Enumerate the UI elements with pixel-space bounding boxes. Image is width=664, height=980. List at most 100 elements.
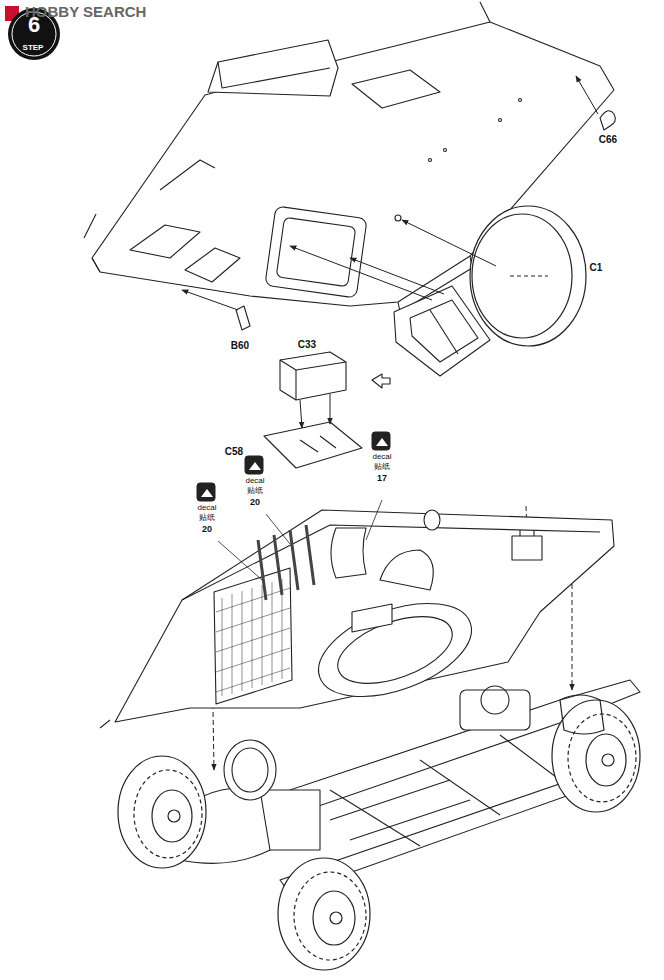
- lower-hull: [100, 510, 614, 728]
- decal-label: decal: [371, 453, 392, 462]
- assembly-arrow: [402, 220, 496, 266]
- part-number: B60: [230, 340, 250, 351]
- upper-hull: [480, 2, 490, 22]
- upper-hull: [218, 62, 330, 88]
- small-parts: [300, 440, 318, 452]
- decal-number: 20: [201, 525, 213, 535]
- lower-hull: [424, 510, 440, 530]
- hatch-box: [430, 310, 458, 354]
- lower-hull: [329, 603, 461, 697]
- upper-hull: [92, 258, 100, 272]
- upper-hull: [185, 248, 240, 282]
- assembly-arrow: [182, 290, 238, 310]
- decal-icon: [201, 489, 213, 497]
- small-parts: [264, 422, 362, 468]
- small-parts: [372, 374, 390, 388]
- assembly-arrow: [330, 394, 331, 424]
- chassis-frame: [232, 748, 268, 792]
- road-wheel: [560, 695, 604, 734]
- decal-label: 贴纸: [198, 514, 216, 523]
- small-parts: [320, 436, 336, 448]
- decal-icon: [197, 483, 215, 501]
- road-wheel: [118, 756, 206, 868]
- small-parts: [280, 352, 346, 400]
- decal-icon: [376, 438, 388, 446]
- lower-hull: [512, 536, 542, 560]
- road-wheel: [278, 858, 370, 970]
- road-wheel: [118, 695, 640, 970]
- part-number: C66: [598, 134, 618, 145]
- small-parts: [600, 111, 615, 130]
- decal-icon: [372, 432, 390, 450]
- upper-hull: [84, 214, 96, 238]
- road-wheel: [134, 770, 202, 858]
- chassis-frame: [500, 735, 560, 780]
- upper-hull: [395, 215, 401, 221]
- part-number: C1: [589, 262, 604, 273]
- part-number: C58: [224, 446, 244, 457]
- chassis-frame: [224, 740, 276, 800]
- road-wheel: [586, 734, 626, 786]
- leader-line: [218, 500, 382, 580]
- road-wheel: [152, 790, 192, 842]
- road-wheel: [294, 872, 366, 960]
- upper-hull: [130, 225, 200, 258]
- decal-number: 20: [249, 498, 261, 508]
- road-wheel: [313, 891, 355, 945]
- decal-icon: [245, 456, 263, 474]
- road-wheel: [602, 754, 614, 766]
- lower-hull: [533, 530, 534, 536]
- upper-hull: [519, 99, 522, 102]
- decal-icon: [249, 462, 261, 470]
- decal-label: 贴纸: [246, 487, 264, 496]
- lower-hull: [519, 530, 520, 536]
- lower-hull: [331, 528, 366, 578]
- decal-icon: [197, 432, 390, 501]
- hatch-box: [410, 300, 478, 362]
- decal-label: decal: [244, 477, 265, 486]
- assembly-arrow: [182, 76, 598, 770]
- chassis-frame: [460, 690, 530, 730]
- upper-hull: [208, 40, 338, 96]
- lower-hull: [100, 720, 110, 728]
- lower-hull: [216, 579, 290, 696]
- lower-hull: [306, 585, 484, 715]
- step-label: STEP: [22, 44, 45, 53]
- chassis-frame: [420, 760, 500, 815]
- leader-line: [366, 500, 382, 540]
- road-wheel: [330, 912, 342, 924]
- spare-wheel: [470, 206, 586, 346]
- chassis-frame: [330, 790, 420, 846]
- upper-hull: [499, 119, 502, 122]
- upper-hull: [276, 217, 356, 286]
- decal-label: decal: [196, 504, 217, 513]
- leader-line: [218, 541, 262, 580]
- spare-wheel: [470, 206, 586, 346]
- assembly-arrow: [350, 258, 444, 294]
- upper-hull: [265, 206, 367, 298]
- road-wheel: [168, 810, 180, 822]
- road-wheel: [552, 700, 640, 812]
- chassis-frame: [481, 686, 509, 714]
- upper-hull: [444, 149, 447, 152]
- small-parts: [295, 370, 296, 400]
- chassis-frame: [170, 680, 640, 894]
- lower-hull: [352, 604, 392, 632]
- decal-label: 贴纸: [373, 463, 391, 472]
- upper-hull: [429, 159, 432, 162]
- lower-hull: [115, 510, 614, 722]
- leader-line: [266, 514, 290, 544]
- upper-hull: [352, 70, 440, 108]
- watermark: HOBBY SEARCH: [24, 4, 147, 21]
- lower-hull: [258, 525, 314, 600]
- small-parts: [280, 360, 346, 370]
- spare-wheel: [472, 214, 572, 338]
- chassis-frame: [330, 780, 470, 840]
- lower-hull: [380, 550, 433, 590]
- small-parts: [236, 111, 615, 468]
- decal-number: 17: [376, 474, 388, 484]
- assembly-arrow: [576, 76, 598, 114]
- assembly-arrow: [290, 246, 432, 300]
